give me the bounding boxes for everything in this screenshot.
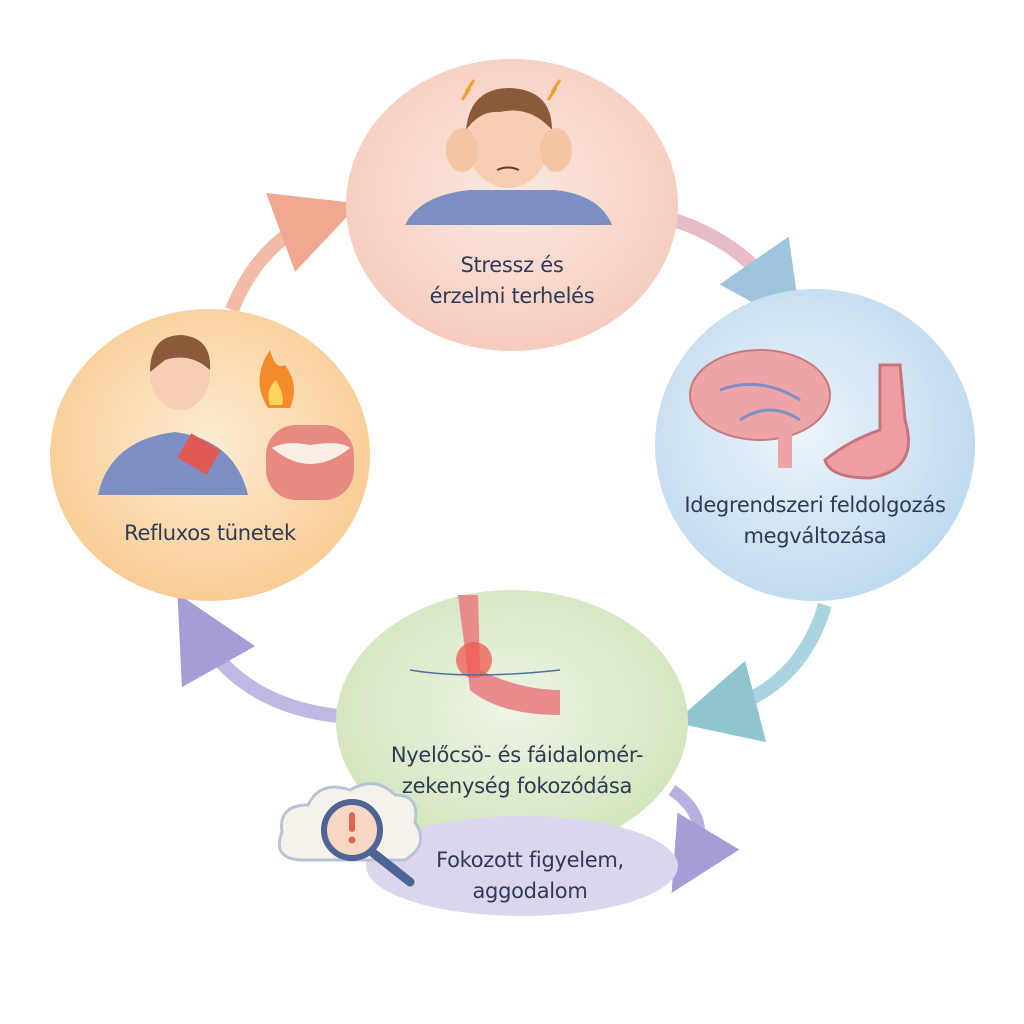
reflux-line1: Refluxos tünetek (124, 521, 296, 545)
magnifying-glass-icon (321, 799, 415, 887)
attention-line1: Fokozott figyelem, (436, 848, 624, 872)
stomach-cross-section-icon (266, 425, 354, 500)
sensitivity-line2: zekenység fokozódása (401, 774, 633, 798)
stomach-icon (823, 363, 910, 480)
reflux-person-icon (98, 335, 248, 495)
node-sensitivity-label: Nyelőcsö- és fáidalomér- zekenység fokoz… (352, 740, 682, 802)
arrow-sensitivity-to-attention (668, 785, 740, 893)
node-attention-label: Fokozott figyelem, aggodalom (410, 845, 650, 907)
arrow-stress-to-nervous (665, 211, 802, 330)
esophagus-icon (409, 595, 561, 715)
sensitivity-line1: Nyelőcsö- és fáidalomér- (390, 743, 644, 767)
node-nervous-circle (655, 289, 975, 601)
arrow-reflux-to-stress (225, 193, 360, 313)
nervous-line1: Idegrendszeri feldolgozás (684, 493, 946, 517)
node-nervous-label: Idegrendszeri feldolgozás megváltozása (665, 490, 965, 552)
node-attention-ellipse (366, 816, 678, 916)
node-stress-label: Stressz és érzelmi terhelés (392, 250, 632, 312)
arrow-nervous-to-sensitivity (674, 602, 832, 743)
fire-icon (259, 350, 294, 408)
nervous-line2: megváltozása (743, 524, 887, 548)
stressed-person-icon (405, 79, 612, 225)
node-reflux-label: Refluxos tünetek (90, 518, 330, 549)
node-sensitivity-circle (336, 590, 688, 854)
stress-line1: Stressz és (460, 253, 564, 277)
stress-line2: érzelmi terhelés (429, 284, 595, 308)
arrow-sensitivity-to-reflux (177, 593, 339, 723)
attention-line2: aggodalom (472, 879, 588, 903)
brain-icon (689, 349, 831, 468)
